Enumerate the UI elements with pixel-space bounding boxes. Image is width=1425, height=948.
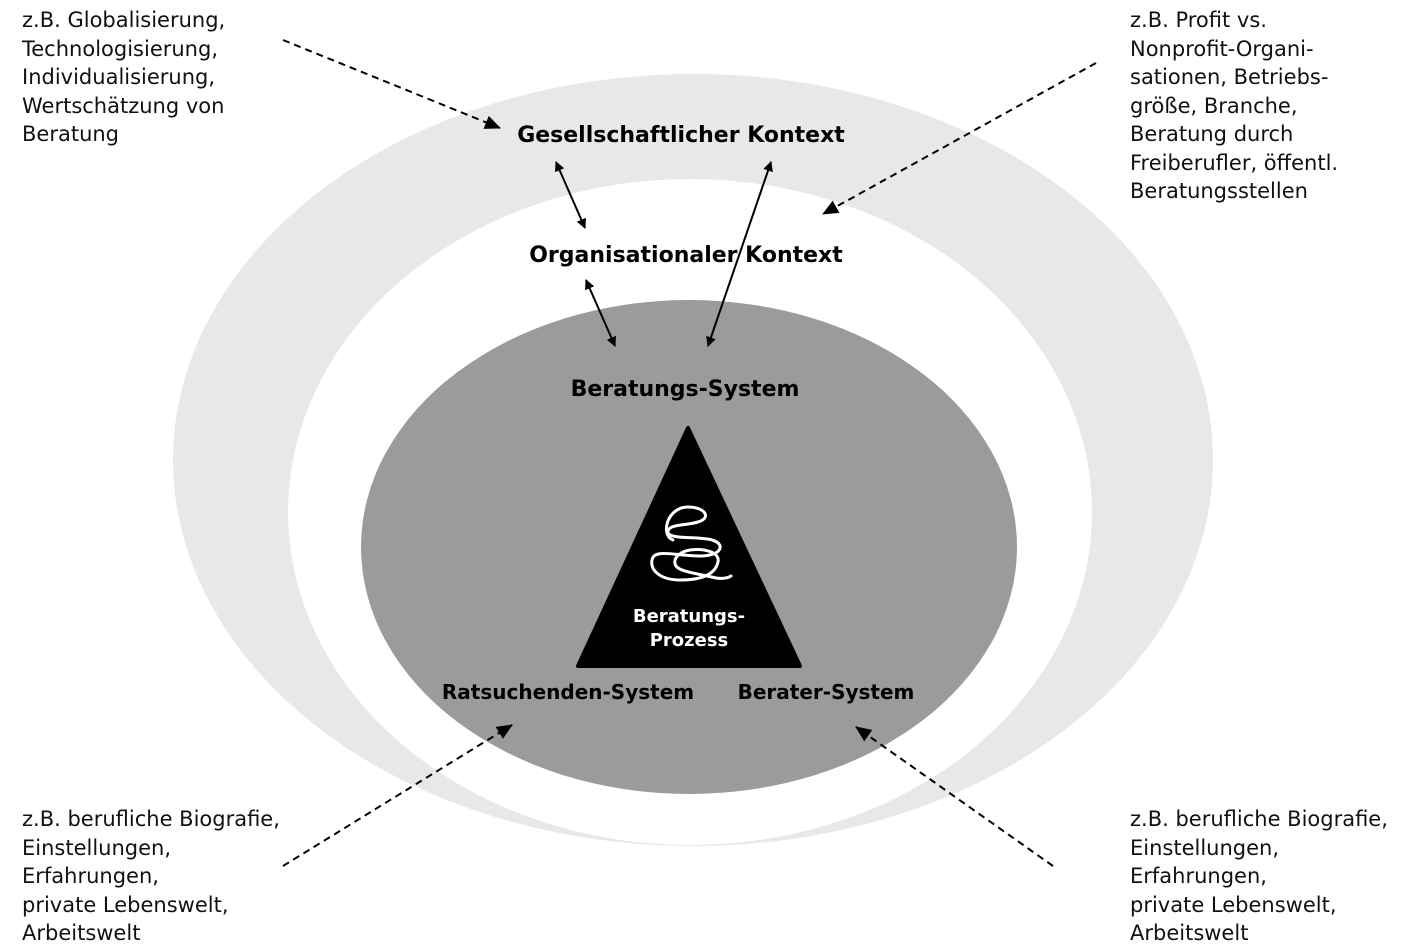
note-line: Technologisierung, [22,36,218,61]
counselling-process-triangle [576,426,802,668]
arrow-society-organisation [555,161,586,229]
dashed-arrow-bottom-right [855,726,1054,867]
process-label-line2: Prozess [650,630,729,651]
note-line: private Lebenswelt, [1130,892,1337,917]
note-bottom-right: z.B. berufliche Biografie, Einstellungen… [1130,805,1388,948]
note-line: Arbeitswelt [22,921,141,945]
note-bottom-left: z.B. berufliche Biografie, Einstellungen… [22,805,280,948]
client-system-label: Ratsuchenden-System [442,680,694,704]
note-line: z.B. berufliche Biografie, [22,807,280,831]
note-line: sationen, Betriebs- [1130,65,1329,89]
process-label-line1: Beratungs- [633,606,745,627]
organisational-context-label: Organisationaler Kontext [529,243,843,268]
note-line: private Lebenswelt, [22,892,229,917]
note-top-right: z.B. Profit vs. Nonprofit-Organi- sation… [1130,6,1338,206]
dashed-arrow-top-left [282,39,501,129]
note-line: Erfahrungen, [22,864,159,888]
note-line: Beratung [22,122,120,146]
note-line: z.B. berufliche Biografie, [1130,807,1388,831]
note-line: Freiberufler, öffentl. [1130,150,1339,175]
note-line: Einstellungen, [1130,835,1280,860]
dashed-arrow-top-right [822,62,1097,215]
counselling-system-label: Beratungs-System [571,377,800,402]
note-line: Erfahrungen, [1130,864,1267,888]
note-line: Einstellungen, [22,835,172,860]
arrow-society-system [706,161,773,347]
dashed-arrow-bottom-left [282,724,513,867]
scribble-loop-icon [650,505,733,582]
note-line: z.B. Globalisierung, [22,8,226,32]
note-line: Beratungsstellen [1130,179,1308,203]
societal-context-label: Gesellschaftlicher Kontext [517,123,845,148]
note-line: z.B. Profit vs. [1130,8,1267,32]
note-line: Wertschätzung von [22,93,225,118]
note-line: Beratung durch [1130,122,1294,146]
arrow-organisation-system [585,279,616,347]
note-line: größe, Branche, [1130,93,1298,118]
note-top-left: z.B. Globalisierung, Technologisierung, … [22,6,225,149]
counsellor-system-label: Berater-System [738,680,915,704]
note-line: Nonprofit-Organi- [1130,36,1314,61]
note-line: Arbeitswelt [1130,921,1249,945]
note-line: Individualisierung, [22,65,216,89]
